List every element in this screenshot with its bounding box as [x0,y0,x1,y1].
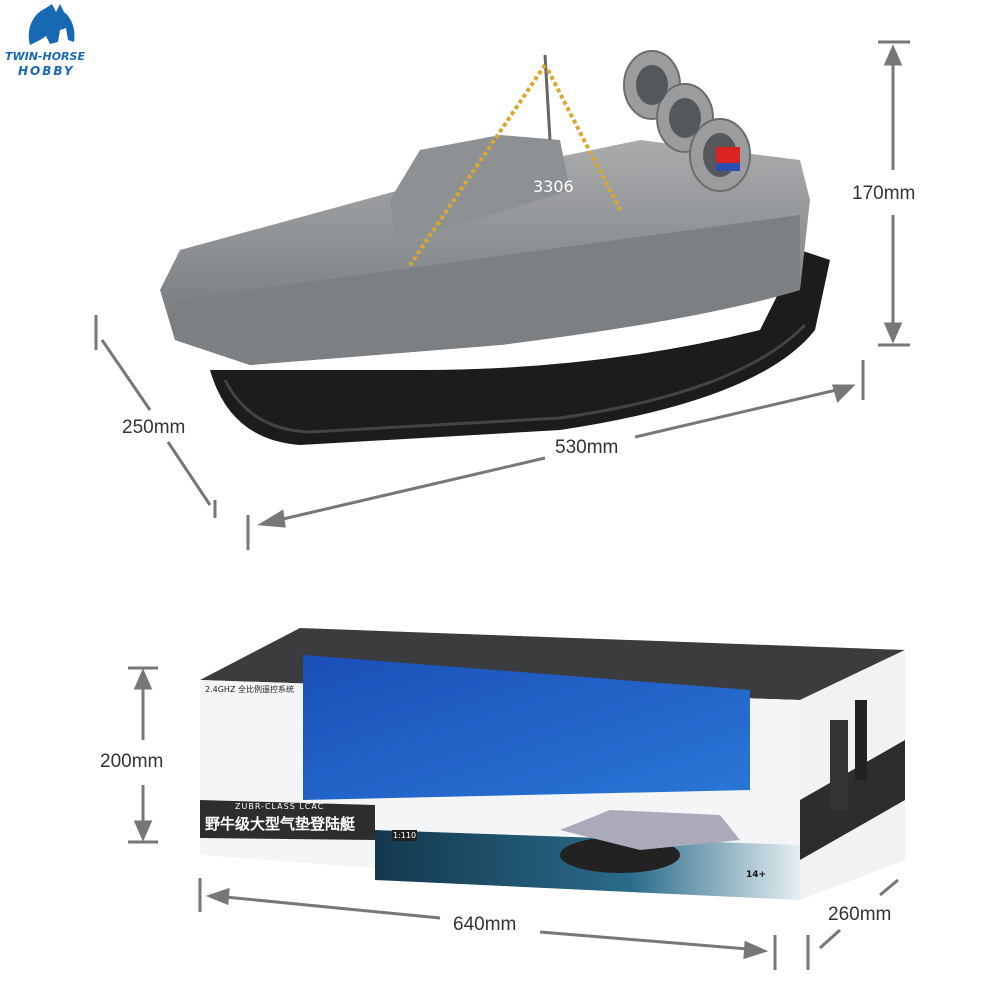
logo-line2: HOBBY [18,64,75,78]
box-class-name: ZUBR-CLASS LCAC [235,802,325,811]
horse-head-icon [28,4,75,45]
box-chinese-title: 野牛级大型气垫登陆艇 [205,815,356,833]
hull-number: 3306 [533,177,574,196]
scale-badge: 1:110 [392,830,418,841]
width-label: 250mm [122,417,186,438]
product-box [200,628,905,900]
age-badge: 14+ [746,870,767,880]
length-label: 530mm [555,437,619,458]
box-length-label: 640mm [453,914,517,935]
box-depth-label: 260mm [828,904,892,925]
box-height-label: 200mm [100,751,164,772]
box-feature-title: 2.4GHZ 全比例遥控系统 [205,685,294,694]
logo-line1: TWIN-HORSE [5,50,85,63]
height-label: 170mm [852,183,916,204]
